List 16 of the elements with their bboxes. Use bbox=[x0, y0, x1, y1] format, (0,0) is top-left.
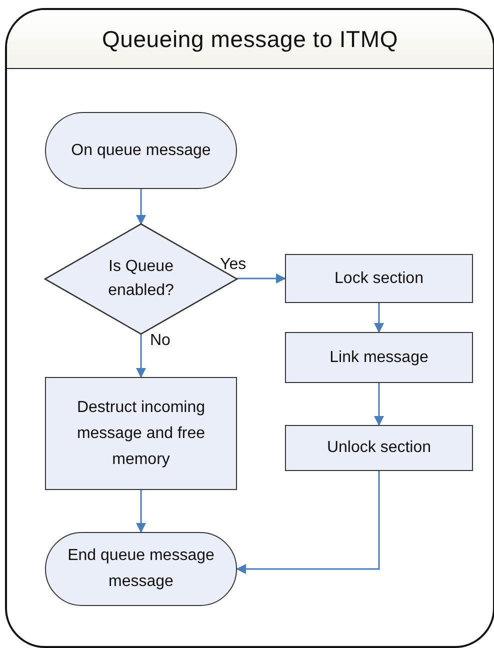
process-box: Lock section bbox=[285, 254, 473, 303]
title-text: Queueing message to ITMQ bbox=[102, 26, 398, 52]
arrow bbox=[374, 303, 384, 333]
arrow bbox=[237, 274, 286, 284]
arrow bbox=[236, 471, 380, 574]
node-text: Is Queue enabled? bbox=[107, 257, 175, 301]
arrow bbox=[136, 334, 146, 378]
terminator: End queue message message bbox=[45, 532, 237, 606]
process-box: Link message bbox=[285, 332, 473, 383]
process-box: Destruct incoming message and free memory bbox=[45, 377, 237, 490]
arrow bbox=[136, 490, 146, 533]
arrow bbox=[374, 383, 384, 426]
process-box: Unlock section bbox=[285, 425, 473, 471]
terminator: On queue message bbox=[45, 112, 237, 189]
arrow bbox=[136, 189, 146, 225]
frame-panel bbox=[5, 8, 494, 648]
